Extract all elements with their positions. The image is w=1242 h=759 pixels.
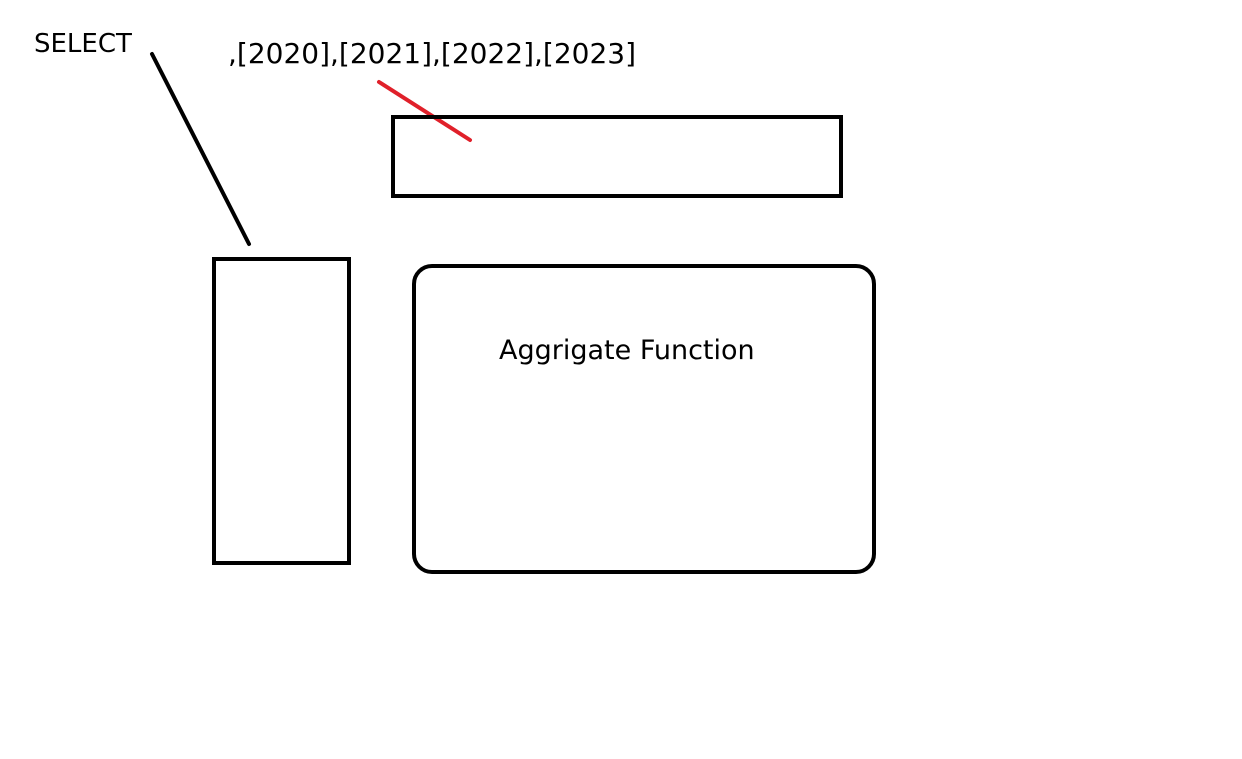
aggregate-function-label: Aggrigate Function [499,335,755,366]
year-columns-label: ,[2020],[2021],[2022],[2023] [228,37,637,70]
pivot-columns-box [391,115,843,198]
row-columns-box [212,257,351,565]
columns-connector-line [377,80,472,142]
select-connector-line [150,52,251,246]
select-keyword-label: SELECT [34,29,132,59]
aggregate-function-box [412,264,876,574]
